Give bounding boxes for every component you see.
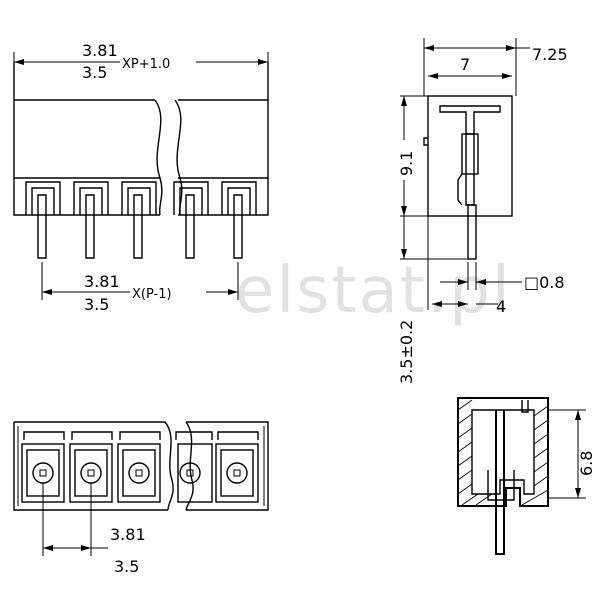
side-body-height: 9.1 <box>397 151 416 176</box>
section-hatching <box>457 399 549 506</box>
side-view: 7.25 7 9.1 3.5±0.2 <box>397 38 568 384</box>
front-view: 3.81 3.5 XP+1.0 <box>13 41 269 314</box>
section-view: 6.8 <box>457 397 596 555</box>
bottom-view: 3.81 3.5 <box>13 421 269 576</box>
front-pitch-dim-lower: 3.5 <box>84 295 109 314</box>
side-pin-square: □0.8 <box>524 273 565 292</box>
front-top-dim-lower: 3.5 <box>82 63 107 82</box>
front-pitch-dim-upper: 3.81 <box>84 272 120 291</box>
side-body-width: 7 <box>460 55 470 74</box>
side-overall-width: 7.25 <box>532 45 568 64</box>
bottom-pitch-lower: 3.5 <box>114 557 139 576</box>
front-pins <box>37 194 243 259</box>
bottom-pitch-upper: 3.81 <box>110 525 146 544</box>
front-top-dim-upper: 3.81 <box>82 41 118 60</box>
front-pitch-dim-formula: X(P-1) <box>132 287 172 302</box>
bottom-cells <box>21 431 259 503</box>
side-pin-length: 3.5±0.2 <box>397 320 416 384</box>
front-top-dim-formula: XP+1.0 <box>122 57 170 72</box>
side-pin-offset: 4 <box>496 297 506 316</box>
front-pin-slots <box>25 181 257 215</box>
watermark: elstat.pl <box>235 254 512 328</box>
section-height: 6.8 <box>577 451 596 476</box>
